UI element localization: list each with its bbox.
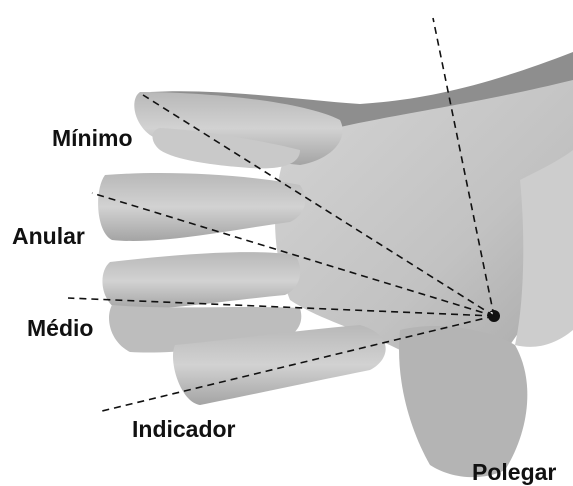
thumb	[399, 326, 527, 477]
label-medio: Médio	[27, 317, 93, 340]
label-minimo: Mínimo	[52, 127, 133, 150]
ring-finger	[98, 173, 305, 241]
label-anular: Anular	[12, 225, 85, 248]
label-indicador: Indicador	[132, 418, 236, 441]
label-polegar: Polegar	[472, 461, 556, 484]
wrist	[515, 150, 573, 347]
